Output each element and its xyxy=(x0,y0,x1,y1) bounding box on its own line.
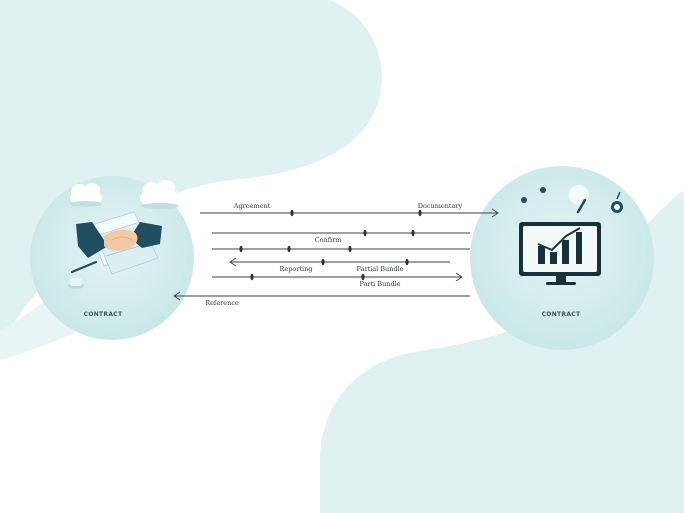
flow-marker xyxy=(290,209,294,217)
handshake-icon xyxy=(68,211,162,289)
flow-marker xyxy=(418,209,422,217)
background-blob-bottom-right xyxy=(320,190,684,513)
flow-label-confirm: Confirm xyxy=(315,236,342,244)
flow-marker xyxy=(321,258,325,266)
background-blob-top-left xyxy=(0,0,382,345)
flow-marker xyxy=(250,273,254,281)
right-node-label: CONTRACT xyxy=(542,311,581,318)
flow-label-documentary: Documentary xyxy=(418,202,463,210)
flow-label-partial-bundle-upper: Parti Bundle xyxy=(359,280,400,288)
pin-icon xyxy=(569,185,589,214)
monitor-chart-icon xyxy=(519,222,601,285)
cloud-icon xyxy=(70,183,102,207)
arrowhead-right xyxy=(455,272,463,282)
flow-label-reference: Reference xyxy=(205,299,239,307)
arrowhead-left xyxy=(173,291,181,301)
arrowhead-left xyxy=(229,257,237,267)
flow-marker xyxy=(411,229,415,237)
left-node-label: CONTRACT xyxy=(84,311,123,318)
flow-marker xyxy=(363,229,367,237)
flow-marker xyxy=(405,258,409,266)
marker-icon xyxy=(611,191,623,213)
flow-marker xyxy=(287,245,291,253)
flow-marker xyxy=(361,273,365,281)
flow-label-reporting: Reporting xyxy=(280,265,313,273)
flow-label-partial-bundle: Partial Bundle xyxy=(356,265,403,273)
cloud-icon xyxy=(140,180,180,209)
flow-marker xyxy=(348,245,352,253)
flow-marker xyxy=(239,245,243,253)
arrowhead-right xyxy=(491,208,499,218)
floating-dot-icon xyxy=(521,187,546,203)
flow-label-agreement: Agreement xyxy=(233,202,271,210)
